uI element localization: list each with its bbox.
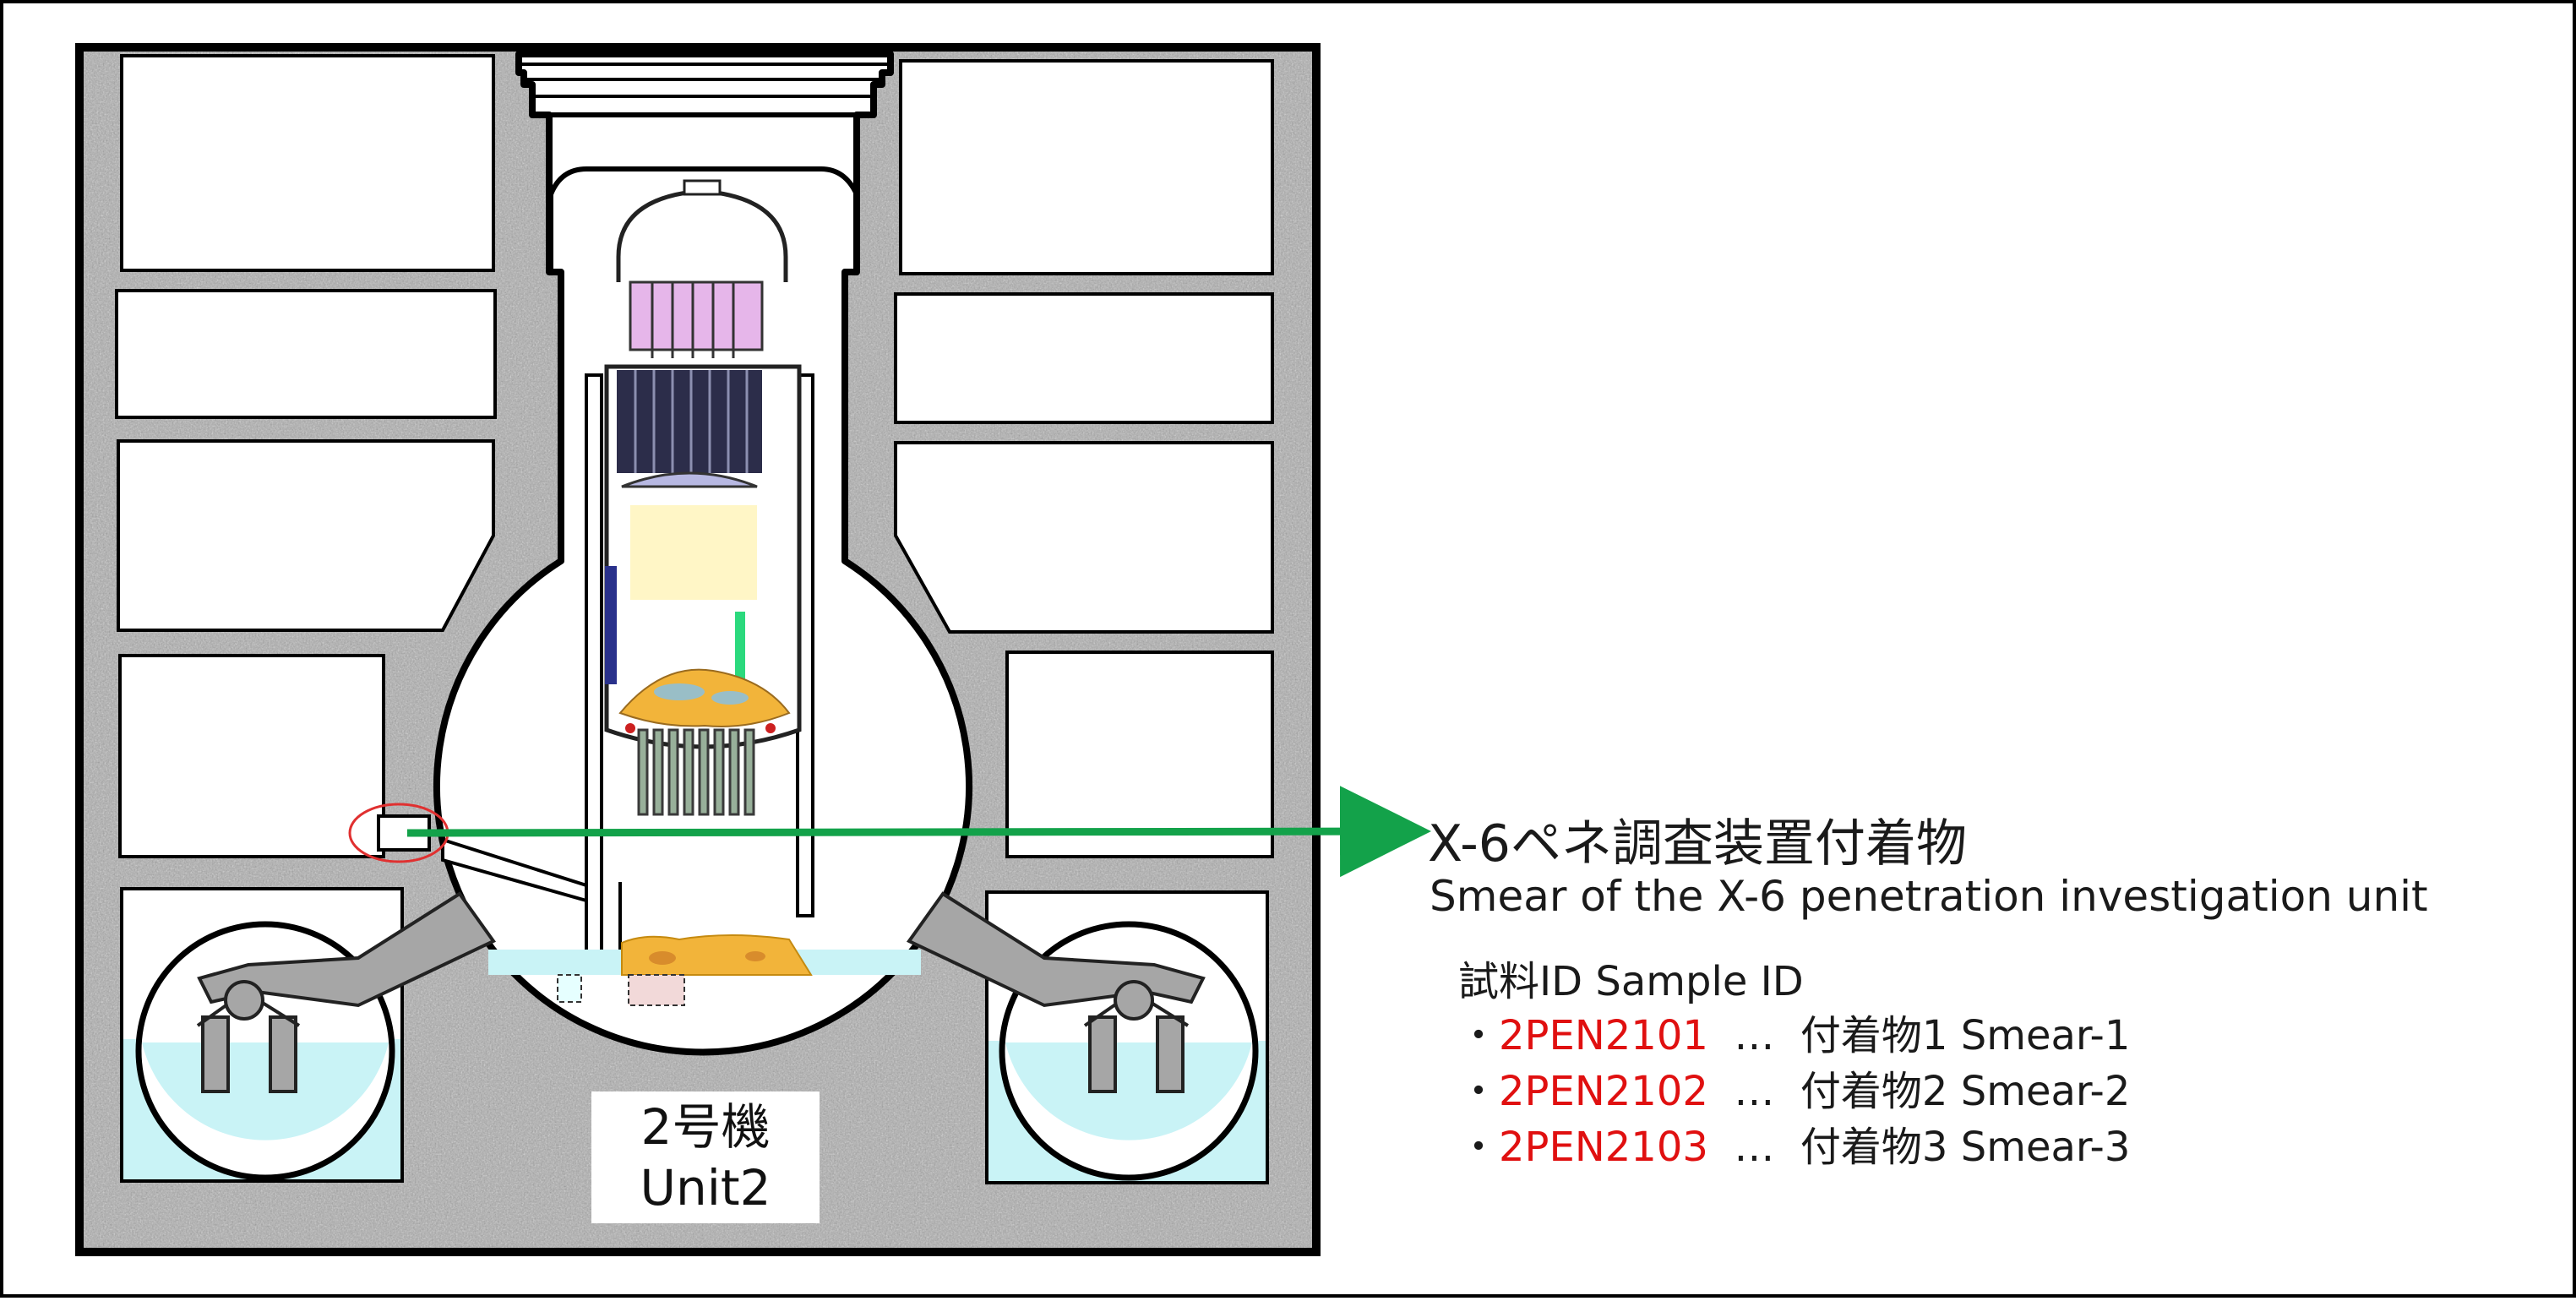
label-jp: X-6ペネ調査装置付着物 <box>1428 814 1967 874</box>
sample-desc: 付着物3 Smear-3 <box>1800 1124 2131 1171</box>
sample-id: 2PEN2101 <box>1499 1012 1708 1059</box>
sample-desc: 付着物1 Smear-1 <box>1800 1012 2131 1059</box>
sample-bullet: ・ <box>1458 1124 1500 1171</box>
unit-label-en: Unit2 <box>640 1159 771 1217</box>
torus-rooms <box>123 921 1266 1181</box>
pointer-arrow <box>406 786 1431 878</box>
pedestal-floor <box>488 934 921 1006</box>
sample-bullet: ・ <box>1458 1012 1500 1059</box>
sample-separator: … <box>1734 1012 1775 1059</box>
sample-separator: … <box>1734 1068 1775 1115</box>
sample-id: 2PEN2103 <box>1499 1124 1708 1171</box>
unit-label-jp: 2号機 <box>640 1098 771 1156</box>
sample-id-header: 試料ID Sample ID <box>1458 958 1804 1005</box>
unit-label-box: 2号機 Unit2 <box>591 1091 820 1223</box>
sample-item: ・2PEN2102 … 付着物2 Smear-2 <box>1458 1058 2130 1117</box>
sample-desc: 付着物2 Smear-2 <box>1800 1068 2131 1115</box>
sample-item: ・2PEN2101 … 付着物1 Smear-1 <box>1458 1002 2130 1061</box>
sample-item: ・2PEN2103 … 付着物3 Smear-3 <box>1458 1113 2130 1173</box>
reactor-cross-section-diagram <box>75 43 1431 1256</box>
reactor-pressure-vessel <box>604 179 802 816</box>
label-en: Smear of the X-6 penetration investigati… <box>1430 872 2428 921</box>
sample-separator: … <box>1734 1124 1775 1171</box>
sample-id: 2PEN2102 <box>1499 1068 1708 1115</box>
vent-pipes <box>196 891 1206 1093</box>
sample-bullet: ・ <box>1458 1068 1500 1115</box>
